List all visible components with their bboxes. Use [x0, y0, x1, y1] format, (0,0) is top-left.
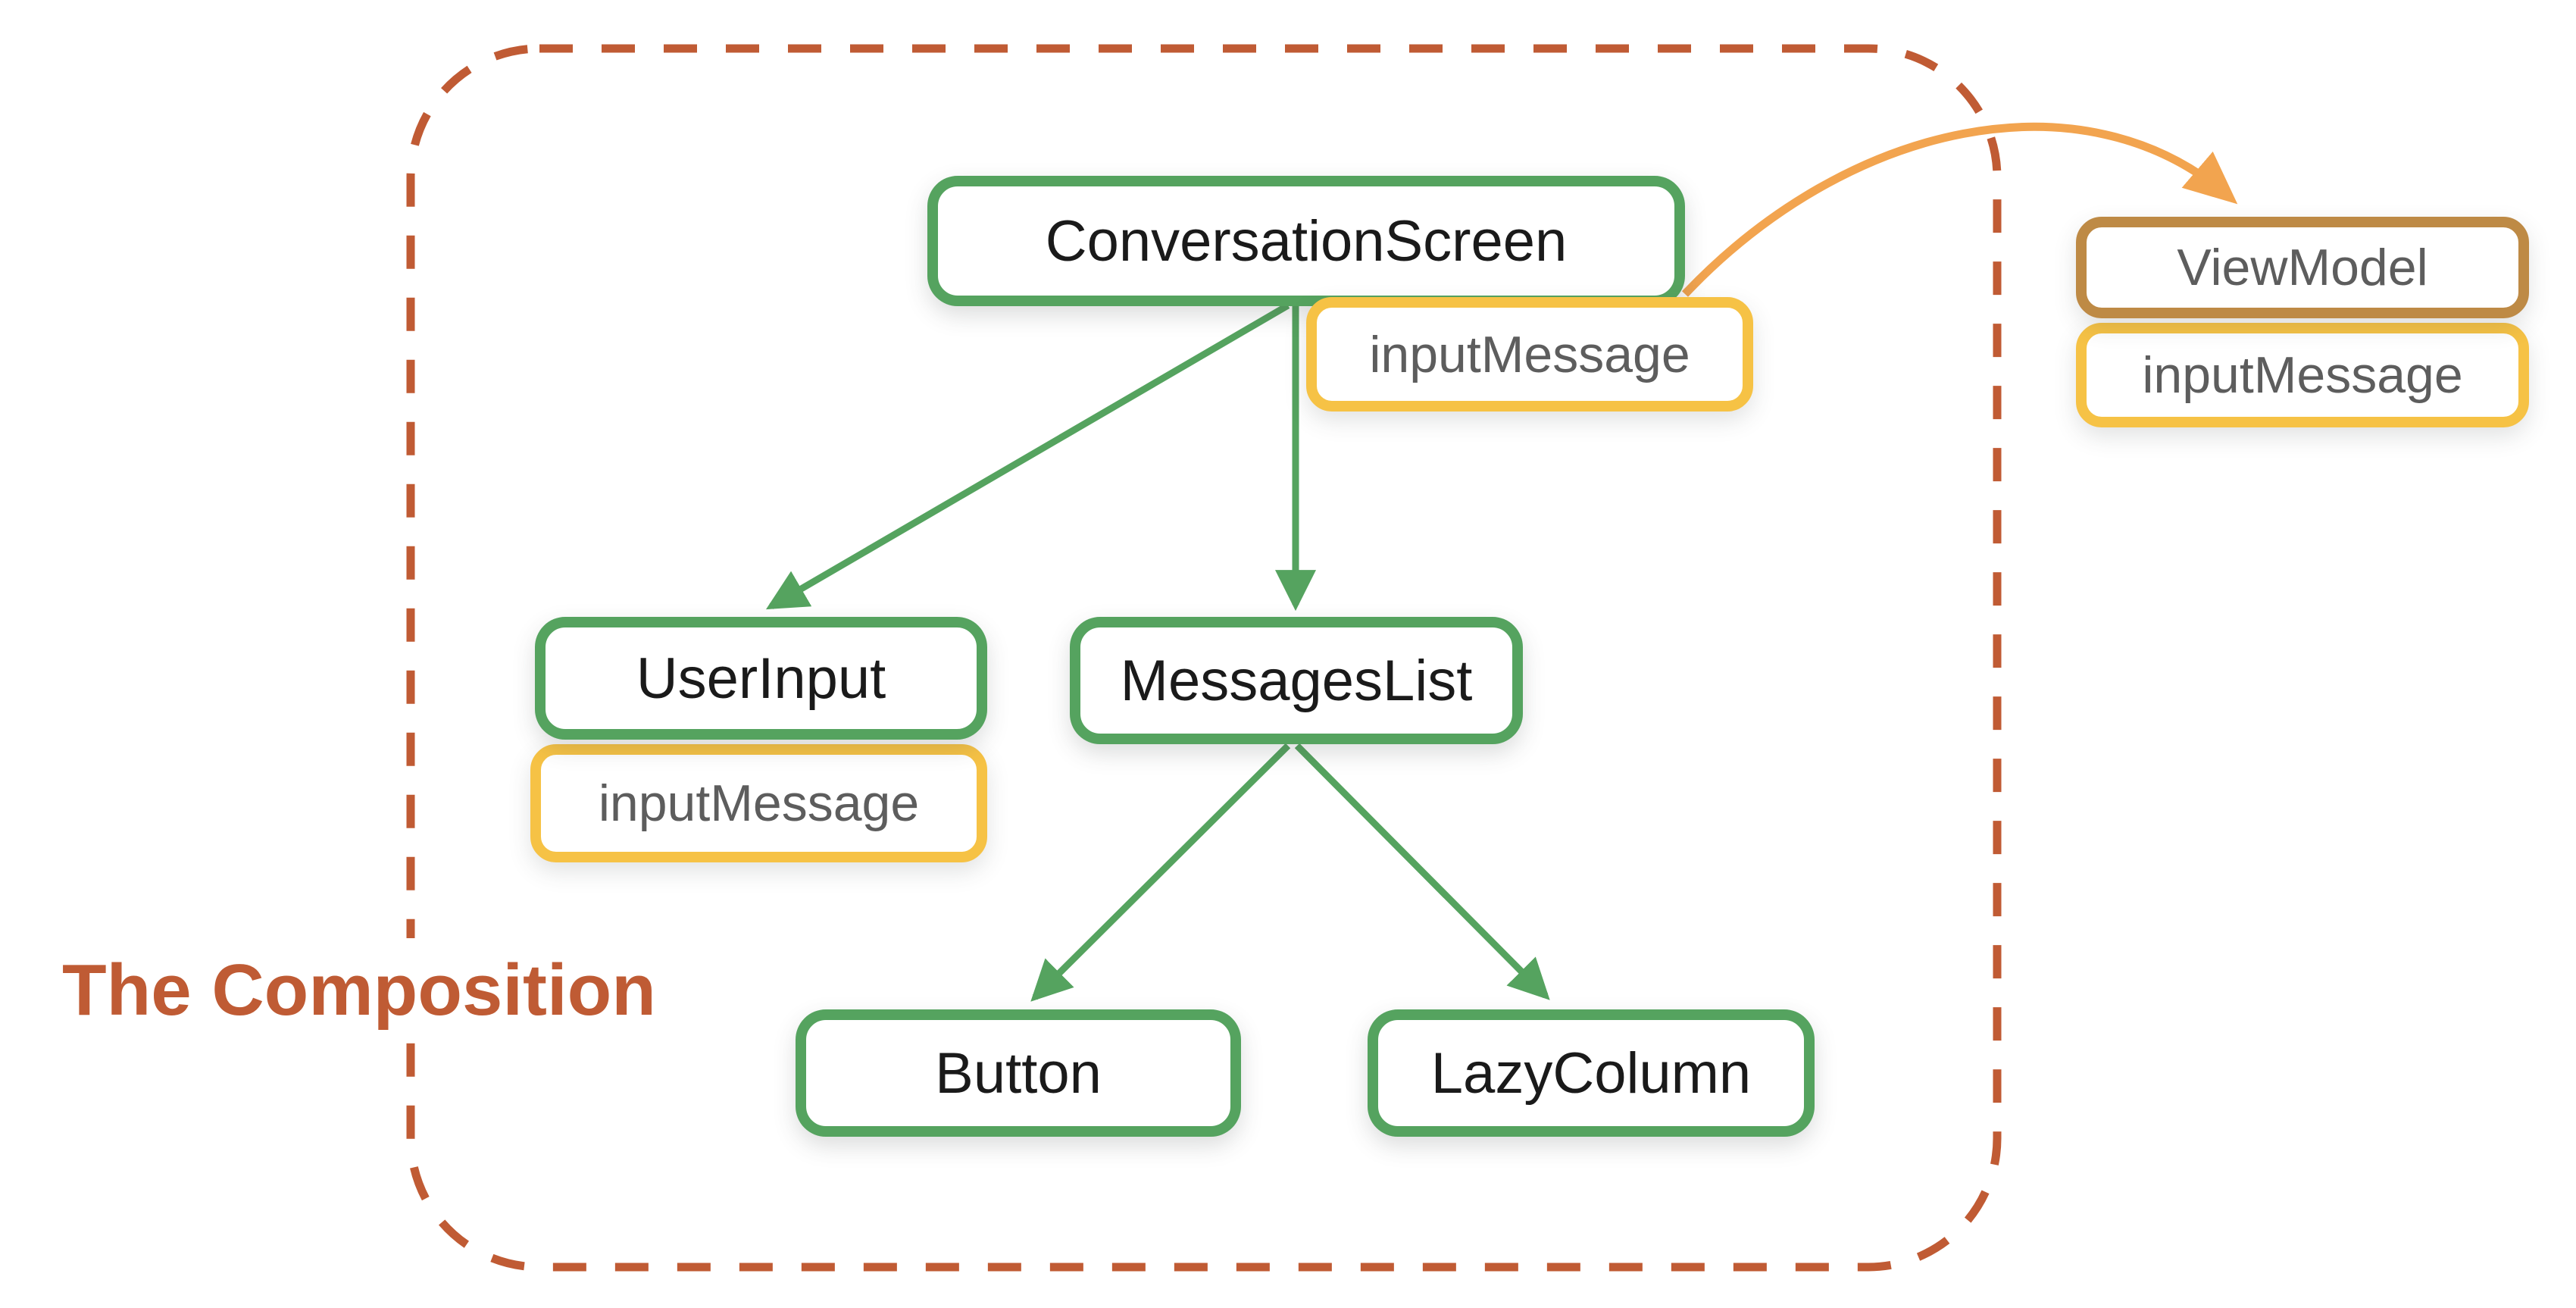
node-viewmodel-inputmessage-label: inputMessage [2142, 346, 2463, 404]
node-button: Button [796, 1009, 1241, 1137]
node-conversationscreen-inputmessage: inputMessage [1306, 297, 1753, 411]
node-userinput-inputmessage: inputMessage [530, 744, 987, 862]
edge-conversationscreen-userinput [765, 302, 1290, 610]
node-userinput-inputmessage-label: inputMessage [598, 774, 920, 832]
node-conversationscreen: ConversationScreen [927, 176, 1685, 306]
composition-boundary [406, 44, 2002, 1272]
node-viewmodel: ViewModel [2076, 217, 2529, 318]
node-userinput: UserInput [535, 617, 987, 740]
node-userinput-label: UserInput [636, 646, 886, 711]
edge-conversationscreen-viewmodel [1682, 122, 2238, 297]
diagram-title: The Composition [44, 938, 682, 1043]
node-viewmodel-label: ViewModel [2177, 239, 2428, 296]
node-lazycolumn: LazyColumn [1368, 1009, 1815, 1137]
node-messageslist-label: MessagesList [1120, 648, 1473, 713]
node-button-label: Button [935, 1040, 1102, 1106]
node-conversationscreen-label: ConversationScreen [1045, 208, 1568, 274]
node-lazycolumn-label: LazyColumn [1430, 1040, 1752, 1106]
node-conversationscreen-inputmessage-label: inputMessage [1369, 325, 1690, 383]
edge-messageslist-lazycolumn [1294, 743, 1550, 1000]
edge-messageslist-button [1030, 743, 1291, 1002]
node-viewmodel-inputmessage: inputMessage [2076, 323, 2529, 427]
node-messageslist: MessagesList [1070, 617, 1523, 744]
